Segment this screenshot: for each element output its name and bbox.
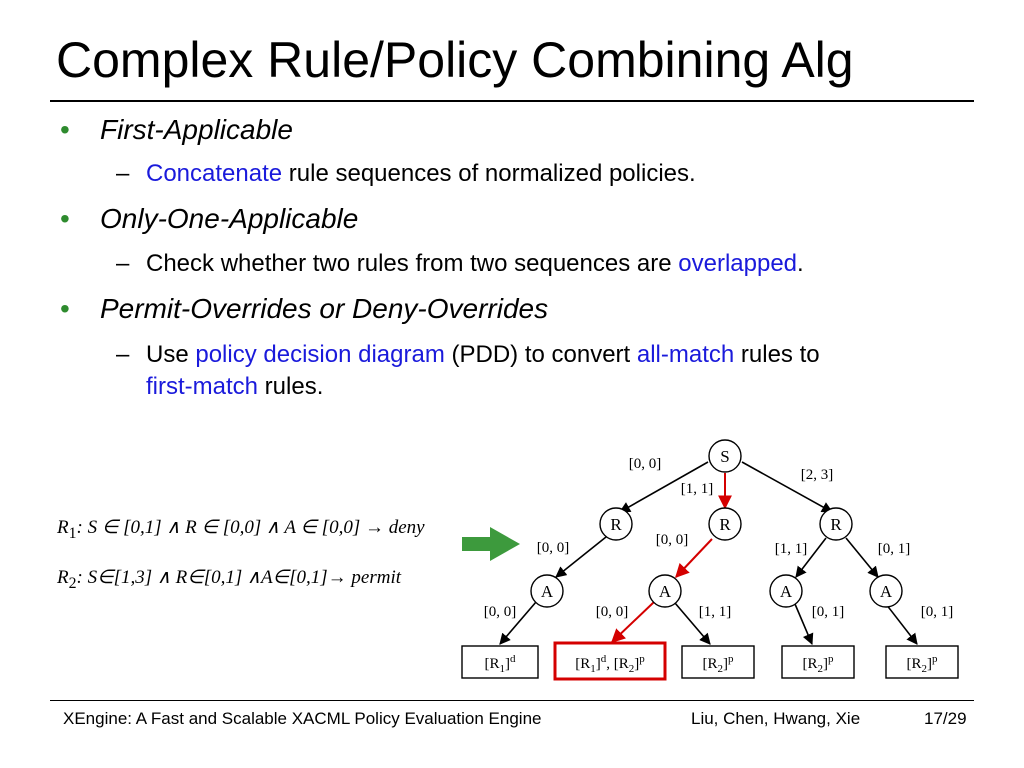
rule-body: : S∈[1,3] ∧ R∈[0,1] ∧A∈[0,1]→ permit: [76, 567, 402, 588]
bullet-list: •First-Applicable –Concatenate rule sequ…: [60, 113, 820, 403]
edge-label: [1, 1]: [775, 541, 808, 557]
leaf-label: [R2​]p​: [803, 653, 835, 675]
bullet-only-one-applicable: • Only-One-Applicable: [60, 202, 358, 236]
edge-root-right: [741, 461, 833, 513]
sub-bullet-part: Check whether two rules from two sequenc…: [146, 250, 679, 277]
rule-1-formula: R1: S ∈ [0,1] ∧ R ∈ [0,0] ∧ A ∈ [0,0] → …: [57, 516, 425, 543]
bullet-dot: •: [60, 114, 70, 145]
slide-title: Complex Rule/Policy Combining Alg: [56, 32, 854, 88]
edge-a3-leaf4: [794, 603, 814, 646]
svg-text:A: A: [880, 582, 893, 601]
sub-bullet-part: Concatenate: [146, 160, 283, 187]
node-r-middle: R: [708, 507, 742, 541]
sub-bullet-concatenate: –Concatenate rule sequences of normalize…: [116, 158, 696, 190]
edge-r3-a3: [795, 537, 827, 578]
edge-label: [1, 1]: [699, 604, 732, 620]
bullet-text: First-Applicable: [100, 114, 293, 145]
sub-bullet-part: Use: [146, 341, 196, 368]
edge-label: [1, 1]: [681, 481, 714, 497]
sub-bullet-pdd: –Use policy decision diagram (PDD) to co…: [116, 339, 820, 371]
rule-body: : S ∈ [0,1] ∧ R ∈ [0,0] ∧ A ∈ [0,0] → de…: [76, 517, 425, 538]
edge-a4-leaf5: [885, 603, 918, 645]
svg-text:A: A: [780, 582, 793, 601]
sub-bullet-dash: –: [116, 160, 130, 187]
sub-bullet-dash: –: [116, 341, 130, 368]
sub-bullet-part: all-match: [636, 341, 735, 368]
edge-label: [0, 0]: [629, 456, 662, 472]
rule-name: R: [57, 567, 69, 588]
sub-bullet-part: policy decision diagram: [195, 341, 445, 368]
bullet-first-applicable: • First-Applicable: [60, 113, 293, 147]
leaf-label: [R2​]p​: [703, 653, 735, 675]
sub-bullet-part: (PDD) to convert: [444, 341, 637, 368]
edge-label: [0, 0]: [537, 540, 570, 556]
sub-bullet-part: rule sequences of normalized policies.: [282, 160, 696, 187]
leaf-box: [781, 645, 855, 679]
transform-arrow: [462, 527, 520, 561]
node-a-1: A: [530, 574, 564, 608]
bullet-text: Permit-Overrides or Deny-Overrides: [100, 293, 549, 324]
edge-label: [0, 1]: [921, 604, 954, 620]
sub-bullet-part: overlapped: [678, 250, 798, 277]
edge-a2-leaf2: [610, 601, 655, 643]
sub-bullet-part: rules.: [258, 373, 324, 400]
svg-text:A: A: [541, 582, 554, 601]
edge-label: [0, 0]: [656, 532, 689, 548]
bullet-dot: •: [60, 203, 70, 234]
node-r-right: R: [819, 507, 853, 541]
node-a-2: A: [648, 574, 682, 608]
footer-page-number: 17/29: [924, 709, 967, 728]
rule-2-formula: R2: S∈[1,3] ∧ R∈[0,1] ∧A∈[0,1]→ permit: [57, 566, 401, 593]
svg-text:R: R: [719, 515, 731, 534]
edge-label: [0, 1]: [878, 541, 911, 557]
edge-r1-a1: [555, 536, 607, 578]
sub-bullet-part: first-match: [146, 373, 259, 400]
edge-r3-a4: [845, 537, 879, 578]
rule-name: R: [57, 517, 69, 538]
svg-text:A: A: [659, 582, 672, 601]
edge-label: [0, 1]: [812, 604, 845, 620]
edge-label: [2, 3]: [801, 467, 834, 483]
svg-text:R: R: [830, 515, 842, 534]
edge-label: [0, 0]: [484, 604, 517, 620]
sub-bullet-continuation: first-match rules.: [146, 371, 323, 403]
bullet-dot: •: [60, 293, 70, 324]
edge-a2-leaf3: [674, 602, 711, 645]
edge-root-left: [619, 461, 709, 513]
leaf-box: [681, 645, 755, 679]
leaf-label: [R2​]p​: [907, 653, 939, 675]
edge-a1-leaf1: [499, 601, 537, 645]
leaf-box: [461, 645, 539, 679]
rule-subscript: 2: [68, 574, 77, 592]
title-divider: [50, 100, 974, 102]
rule-subscript: 1: [68, 524, 77, 542]
leaf-label: [R1​]d​: [485, 653, 517, 675]
node-root-s: S: [708, 439, 742, 473]
leaf-box-highlighted: [553, 641, 667, 681]
leaf-labels: [R1​]d​ [R1​]d​, [R2​]p​ [R2​]p​ [R2​]p​ [R2…: [485, 653, 939, 675]
sub-bullet-part: .: [797, 250, 804, 277]
node-a-3: A: [769, 574, 803, 608]
footer-title: XEngine: A Fast and Scalable XACML Polic…: [63, 709, 542, 728]
sub-bullet-dash: –: [116, 250, 130, 277]
bullet-overrides: • Permit-Overrides or Deny-Overrides: [60, 292, 548, 326]
sub-bullet-part: rules to: [734, 341, 820, 368]
sub-bullet-overlapped: –Check whether two rules from two sequen…: [116, 248, 804, 280]
edge-r2-a2: [675, 538, 713, 579]
node-a-4: A: [869, 574, 903, 608]
footer-divider: [50, 700, 974, 701]
svg-text:R: R: [610, 515, 622, 534]
edge-label: [0, 0]: [596, 604, 629, 620]
leaf-label: [R1​]d​, [R2​]p​: [575, 653, 645, 675]
footer-authors: Liu, Chen, Hwang, Xie: [691, 709, 861, 728]
leaf-box: [885, 645, 959, 679]
bullet-text: Only-One-Applicable: [100, 203, 359, 234]
svg-text:S: S: [720, 447, 729, 466]
node-r-left: R: [599, 507, 633, 541]
